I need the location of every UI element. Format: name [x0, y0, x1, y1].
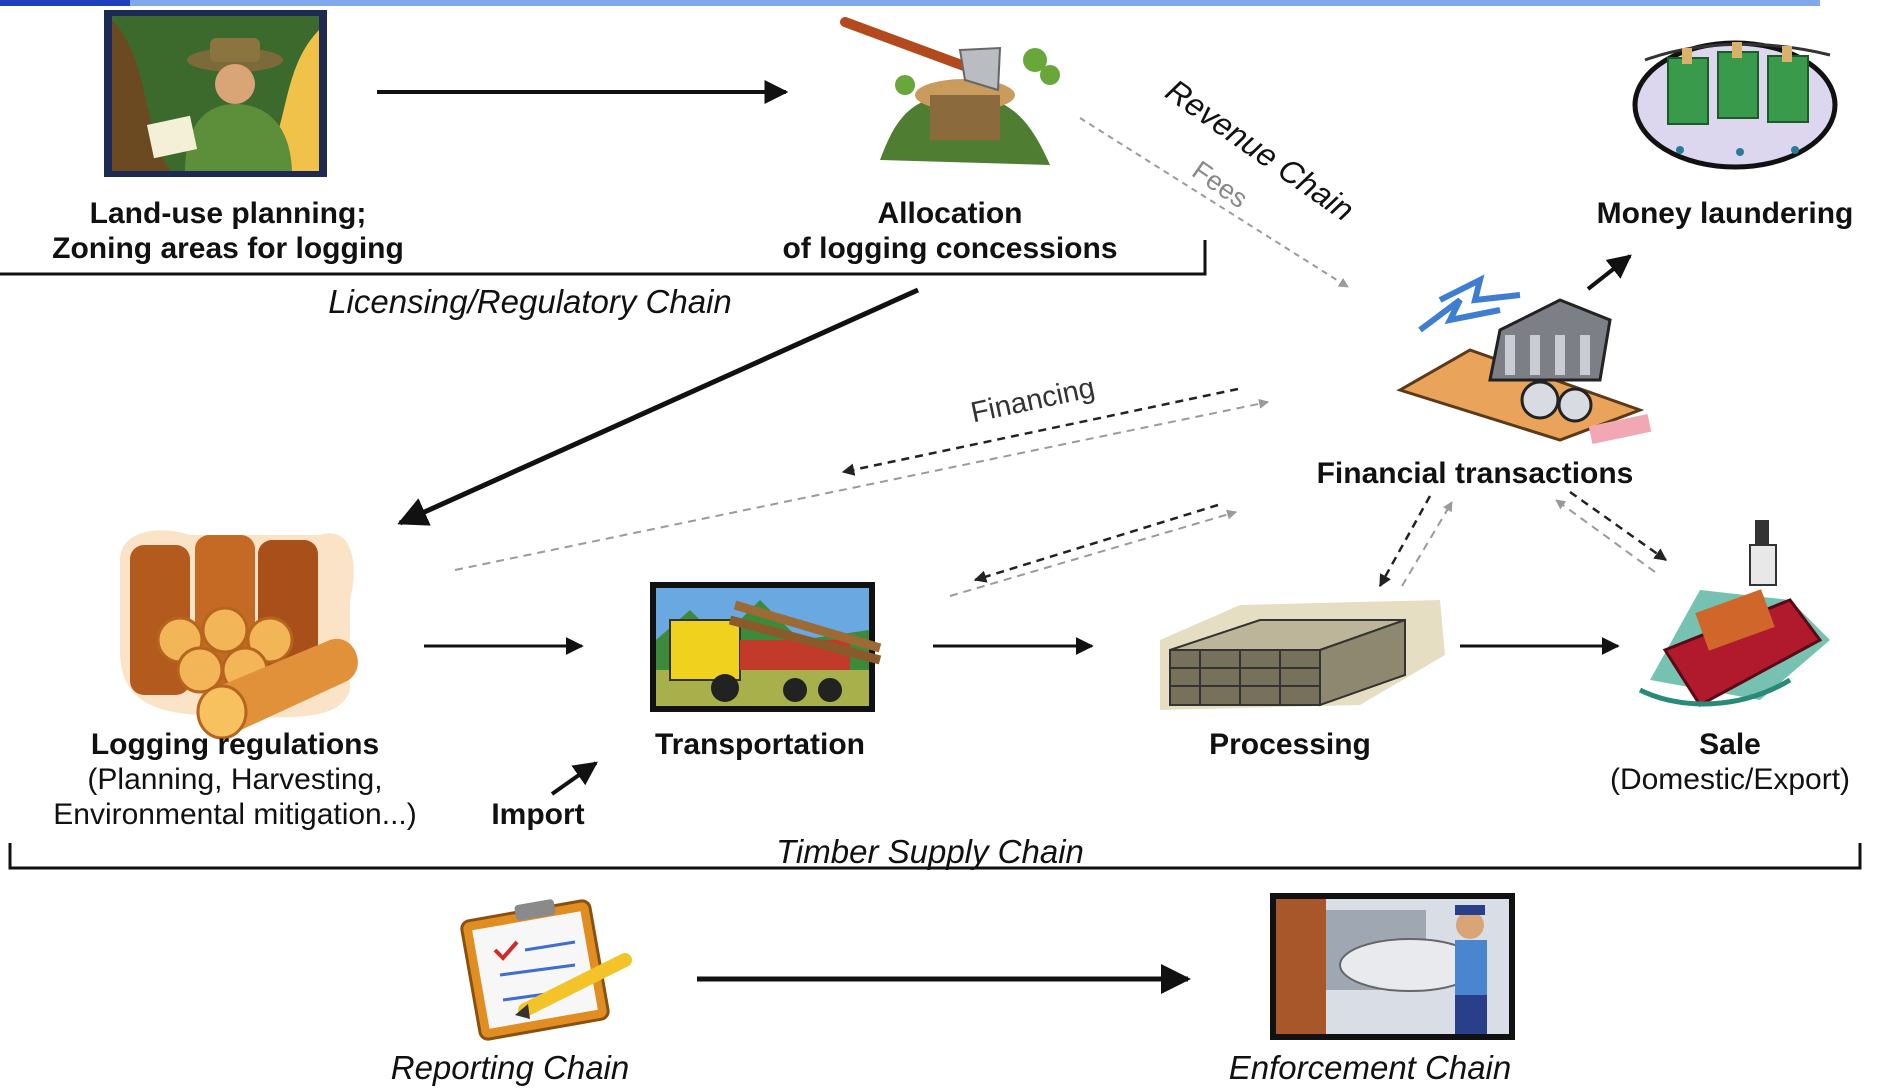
allocation-line1: Allocation	[877, 197, 1023, 230]
reporting-chain-label: Reporting Chain	[390, 1049, 630, 1086]
lumber-stack-icon	[1160, 600, 1445, 710]
logging-regulations-title: Logging regulations	[90, 728, 380, 761]
clipboard-checklist-icon	[460, 899, 632, 1041]
arrow-finance-to-transport	[973, 503, 1219, 583]
timber-supply-bracket	[8, 843, 1862, 870]
transportation-label: Transportation	[654, 728, 865, 761]
arrow-finance-to-processing	[1378, 495, 1432, 588]
import-label: Import	[491, 798, 585, 831]
arrow-finance-to-sale	[1569, 490, 1668, 562]
sale-subtitle: (Domestic/Export)	[1609, 763, 1851, 796]
licensing-bracket	[0, 240, 1207, 276]
enforcement-chain-label: Enforcement Chain	[1228, 1049, 1512, 1086]
arrow-sale-to-finance	[1555, 499, 1656, 573]
money-clothesline-icon	[1632, 40, 1838, 170]
cargo-ship-icon	[1638, 520, 1830, 707]
land-use-line2: Zoning areas for logging	[52, 232, 404, 265]
logging-regulations-line2: (Planning, Harvesting,	[87, 763, 383, 796]
allocation-label: Allocation of logging concessions	[740, 196, 1160, 266]
land-use-label: Land-use planning; Zoning areas for logg…	[8, 196, 448, 266]
licensing-chain-label: Licensing/Regulatory Chain	[328, 283, 732, 320]
arrow-financing-to-logging	[841, 387, 1239, 476]
land-use-line1: Land-use planning;	[89, 197, 367, 230]
arrow-allocation-to-logging	[397, 287, 920, 526]
header-bar-accent	[0, 0, 130, 6]
processing-label: Processing	[1209, 728, 1371, 761]
sale-title: Sale	[1699, 728, 1761, 761]
allocation-line2: of logging concessions	[782, 232, 1118, 265]
logging-regulations-label: Logging regulations (Planning, Harvestin…	[0, 727, 470, 832]
bank-finance-icon	[1396, 274, 1652, 445]
financial-transactions-label: Financial transactions	[1316, 457, 1634, 490]
inspector-icon	[1270, 893, 1515, 1040]
arrow-processing-to-finance	[1401, 501, 1453, 587]
arrow-revenue-fees	[1079, 117, 1349, 288]
arrow-transport-to-finance	[949, 509, 1237, 597]
sale-label: Sale (Domestic/Export)	[1570, 727, 1890, 797]
log-truck-icon	[650, 582, 882, 712]
arrow-finance-to-laundering	[1586, 254, 1632, 291]
money-laundering-label: Money laundering	[1596, 197, 1854, 230]
arrow-import	[550, 761, 598, 796]
arrow-logging-to-finance	[454, 398, 1269, 571]
logging-regulations-line3: Environmental mitigation...)	[53, 798, 417, 831]
timber-supply-chain-label: Timber Supply Chain	[776, 833, 1084, 870]
surveyor-icon	[104, 10, 327, 177]
log-pile-icon	[120, 530, 358, 740]
header-bar	[0, 0, 1820, 6]
axe-stump-icon	[840, 17, 1060, 165]
